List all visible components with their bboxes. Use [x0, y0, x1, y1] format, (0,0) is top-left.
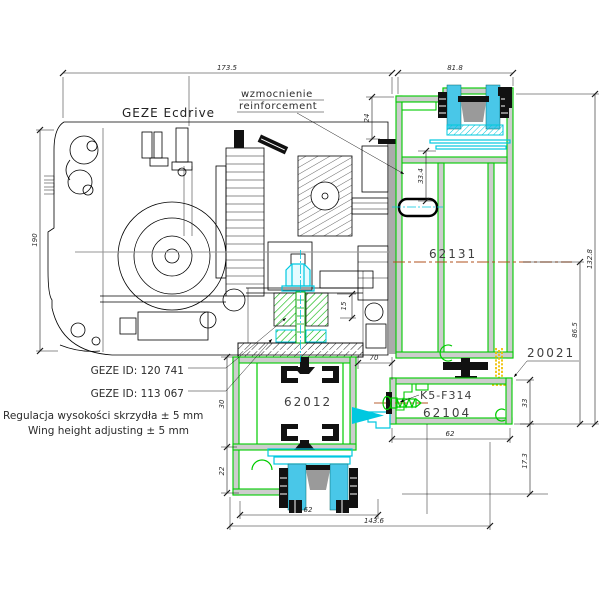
geze-id-1-label: GEZE ID: 120 741 [91, 365, 184, 377]
dim-30: 30 [218, 399, 226, 408]
adjusting-screw [374, 392, 430, 414]
glazing-clamp [267, 448, 353, 465]
adjust-note-pl: Regulacja wysokości skrzydła ± 5 mm [3, 410, 203, 422]
dim-right-total: 132.8 [586, 248, 594, 269]
dim-right-lower: 86.5 [571, 322, 579, 338]
dim-22: 22 [218, 466, 226, 475]
part-number-mullion: 62131 [429, 247, 477, 261]
dim-operator-height: 190 [31, 233, 39, 247]
reinforcement-label-pl: wzmocnienie [241, 89, 313, 100]
adjust-bolt-assembly [246, 250, 374, 362]
dim-24: 24 [363, 114, 371, 123]
dim-bottom-total: 143.6 [364, 517, 385, 525]
dim-top-width: 173.5 [217, 64, 238, 72]
glass-unit [279, 463, 358, 513]
bottom-frame-profile [367, 377, 513, 429]
dim-70: 70 [370, 354, 379, 362]
dim-33: 33 [521, 399, 529, 408]
dimension-lines [36, 69, 599, 530]
wing-seals [281, 357, 339, 450]
leader-lines [188, 99, 579, 403]
mullion-profile [392, 162, 514, 386]
dim-15: 15 [340, 301, 348, 310]
part-number-bottom-frame: 62104 [423, 406, 471, 420]
part-number-wing: 62012 [284, 395, 332, 409]
operator-title: GEZE Ecdrive [122, 106, 215, 120]
part-number-clamp: 20021 [527, 346, 575, 360]
direction-arrow [352, 407, 384, 424]
dim-17-3: 17.3 [521, 453, 529, 469]
dim-glass-62: 62 [304, 506, 313, 514]
adjust-note-en: Wing height adjusting ± 5 mm [28, 425, 189, 437]
roller-carriage [429, 84, 512, 150]
dim-track-width: 81.8 [447, 64, 463, 72]
part-number-screw: K5-F314 [420, 389, 473, 402]
annotations: GEZE Ecdrive wzmocnienie reinforcement G… [3, 64, 594, 525]
operator-drawing [44, 121, 397, 356]
dim-frame-62: 62 [446, 430, 455, 438]
reinforcement-label-en: reinforcement [239, 101, 317, 112]
dim-33-4: 33.4 [417, 168, 425, 184]
geze-id-2-label: GEZE ID: 113 067 [91, 388, 184, 400]
